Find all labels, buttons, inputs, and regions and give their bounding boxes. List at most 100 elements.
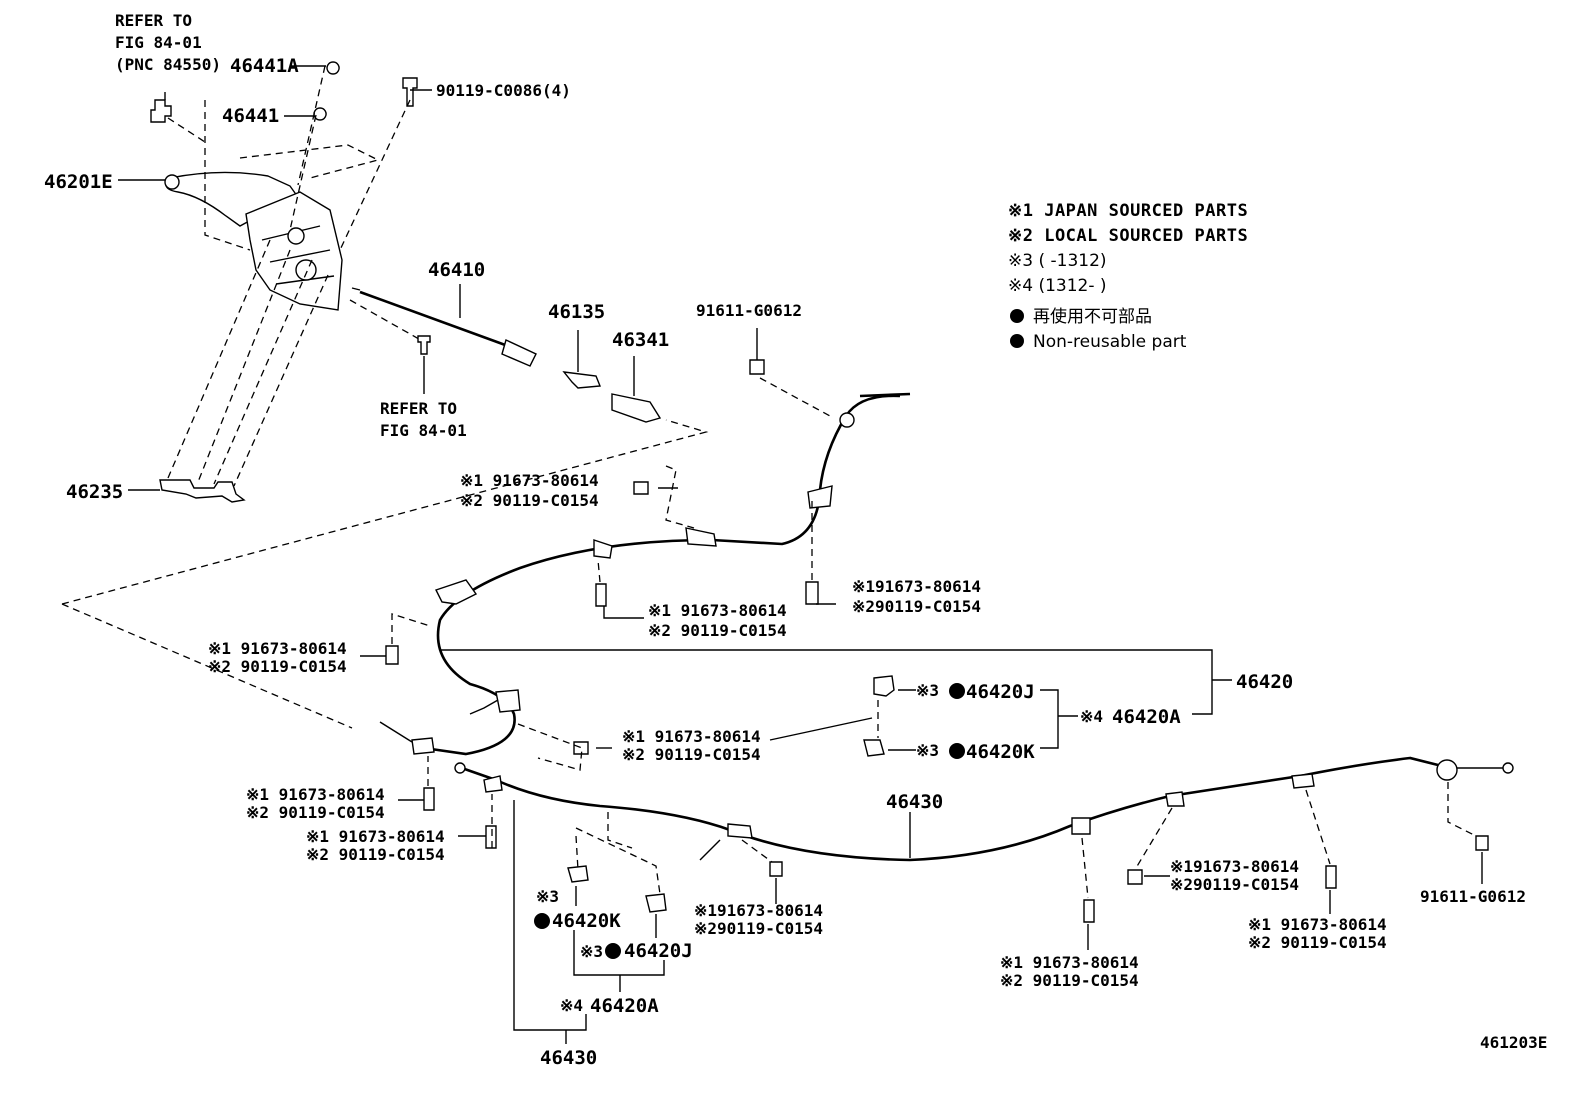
bracket-46235-icon <box>159 479 246 503</box>
cable-end-icon <box>454 762 466 774</box>
bolt-label-local: ※2 90119-C0154 <box>1248 933 1387 952</box>
non-reusable-dot-icon <box>949 683 965 699</box>
lever-body-icon <box>245 191 343 311</box>
bolt-label-local: ※290119-C0154 <box>1170 875 1299 894</box>
front-cable-46410 <box>61 284 709 605</box>
part-46430-label: 46430 <box>540 1047 597 1069</box>
cable-bracket-icon <box>483 775 503 793</box>
bolt-label-japan: ※191673-80614 <box>1170 857 1299 876</box>
bolt-icon <box>573 741 589 755</box>
cable-end <box>859 392 911 398</box>
note-3-mark: ※3 <box>536 887 559 906</box>
guide-line <box>167 117 206 143</box>
part-46430-label: 46430 <box>886 791 943 813</box>
bracket-line <box>573 930 665 992</box>
part-46410-label: 46410 <box>428 259 485 281</box>
note-3-mark: ※3 <box>916 681 939 700</box>
bolt-label-local: ※2 90119-C0154 <box>306 845 445 864</box>
bolt-label-japan: ※191673-80614 <box>852 577 981 596</box>
nut-icon <box>417 335 431 355</box>
note-3-mark: ※3 <box>916 741 939 760</box>
bolt-label-japan: ※1 91673-80614 <box>460 471 599 490</box>
guide-line <box>349 299 427 344</box>
cable-clip-icon <box>839 412 855 428</box>
cable-end-line <box>379 721 413 743</box>
bracket-line <box>1040 689 1078 749</box>
bolt-label-japan: ※191673-80614 <box>694 901 823 920</box>
pnc-ref-label: (PNC 84550) <box>115 55 221 74</box>
bolt-label-local: ※290119-C0154 <box>852 597 981 616</box>
guide-line <box>759 377 831 417</box>
guide-line <box>391 613 431 644</box>
part-91611-g0612-label: 91611-G0612 <box>1420 887 1526 906</box>
bolt-icon <box>1083 899 1095 923</box>
guide-line <box>741 839 773 863</box>
bolt-label-japan: ※1 91673-80614 <box>306 827 445 846</box>
rear-cable-46420 <box>61 328 1232 849</box>
bolt-icon <box>423 787 435 811</box>
guide-line <box>233 274 329 487</box>
leader-46420 <box>440 649 1213 715</box>
part-46420A-label: 46420A <box>590 995 659 1017</box>
front-cable-line <box>359 290 509 348</box>
rear-cable-46430-line <box>455 756 1451 862</box>
guide-line <box>289 114 317 231</box>
cable-bracket-icon <box>1071 817 1091 835</box>
guide-line <box>61 419 709 605</box>
part-46341-label: 46341 <box>612 329 669 351</box>
button-icon <box>164 174 180 190</box>
fig-ref-label: FIG 84-01 <box>380 421 467 440</box>
equalizer-46341-icon <box>611 393 662 423</box>
bolt-label-japan: ※1 91673-80614 <box>622 727 761 746</box>
guide-line <box>297 65 326 186</box>
bolt-label-local: ※290119-C0154 <box>694 919 823 938</box>
legend-note-4: ※4 (1312- ) <box>1008 276 1107 296</box>
clip-46420K-icon <box>567 865 589 883</box>
rear-cable-46430 <box>454 756 1514 1044</box>
cable-end-icon <box>1502 762 1514 774</box>
bolt-label-japan: ※1 91673-80614 <box>208 639 347 658</box>
cable-end <box>351 287 361 291</box>
bracket-line <box>513 800 587 1044</box>
guide-line <box>61 603 353 729</box>
legend-non-reusable-en: Non-reusable part <box>1033 332 1187 352</box>
bolt-icon <box>402 77 418 107</box>
bolt-icon <box>385 645 399 665</box>
cable-bracket-icon <box>435 579 478 605</box>
grommet-icon <box>326 61 340 75</box>
part-46235-label: 46235 <box>66 481 123 503</box>
equalizer-46135-icon <box>562 371 601 389</box>
guide-line <box>204 100 251 251</box>
part-46420A-label: 46420A <box>1112 706 1181 728</box>
non-reusable-dot-icon <box>949 743 965 759</box>
bolt-icon <box>1127 869 1143 885</box>
bolt-label-local: ※2 90119-C0154 <box>460 491 599 510</box>
leader-line <box>769 717 873 741</box>
cable-bracket-icon <box>1165 791 1185 807</box>
bolt-label-local: ※2 90119-C0154 <box>648 621 787 640</box>
figure-code-label: 461203E <box>1480 1033 1547 1052</box>
bolt-label-japan: ※1 91673-80614 <box>1248 915 1387 934</box>
bolt-label-japan: ※1 91673-80614 <box>648 601 787 620</box>
pivot-icon <box>295 259 317 281</box>
cable-bracket-icon <box>593 539 613 559</box>
refer-to-label: REFER TO <box>115 11 192 30</box>
guide-line <box>607 812 633 849</box>
part-90119-c0086-label: 90119-C0086(4) <box>436 81 571 100</box>
bolt-icon <box>633 481 649 495</box>
bolt-label-japan: ※1 91673-80614 <box>246 785 385 804</box>
cable-bracket-icon <box>807 485 833 509</box>
bolt-label-local: ※2 90119-C0154 <box>208 657 347 676</box>
non-reusable-dot-icon <box>1010 309 1024 323</box>
clips-group-right <box>769 675 1078 759</box>
part-46441A-label: 46441A <box>230 55 299 77</box>
bracket-arm <box>469 699 499 715</box>
bolt-label-japan: ※1 91673-80614 <box>1000 953 1139 972</box>
guide-line <box>1135 807 1173 869</box>
bolt-icon <box>805 581 819 605</box>
guide-line <box>1447 782 1477 837</box>
parking-brake-lever-assembly <box>118 61 432 503</box>
note-4-mark: ※4 <box>1080 707 1103 726</box>
bolt-icon <box>749 359 765 375</box>
refer-to-label: REFER TO <box>380 399 457 418</box>
